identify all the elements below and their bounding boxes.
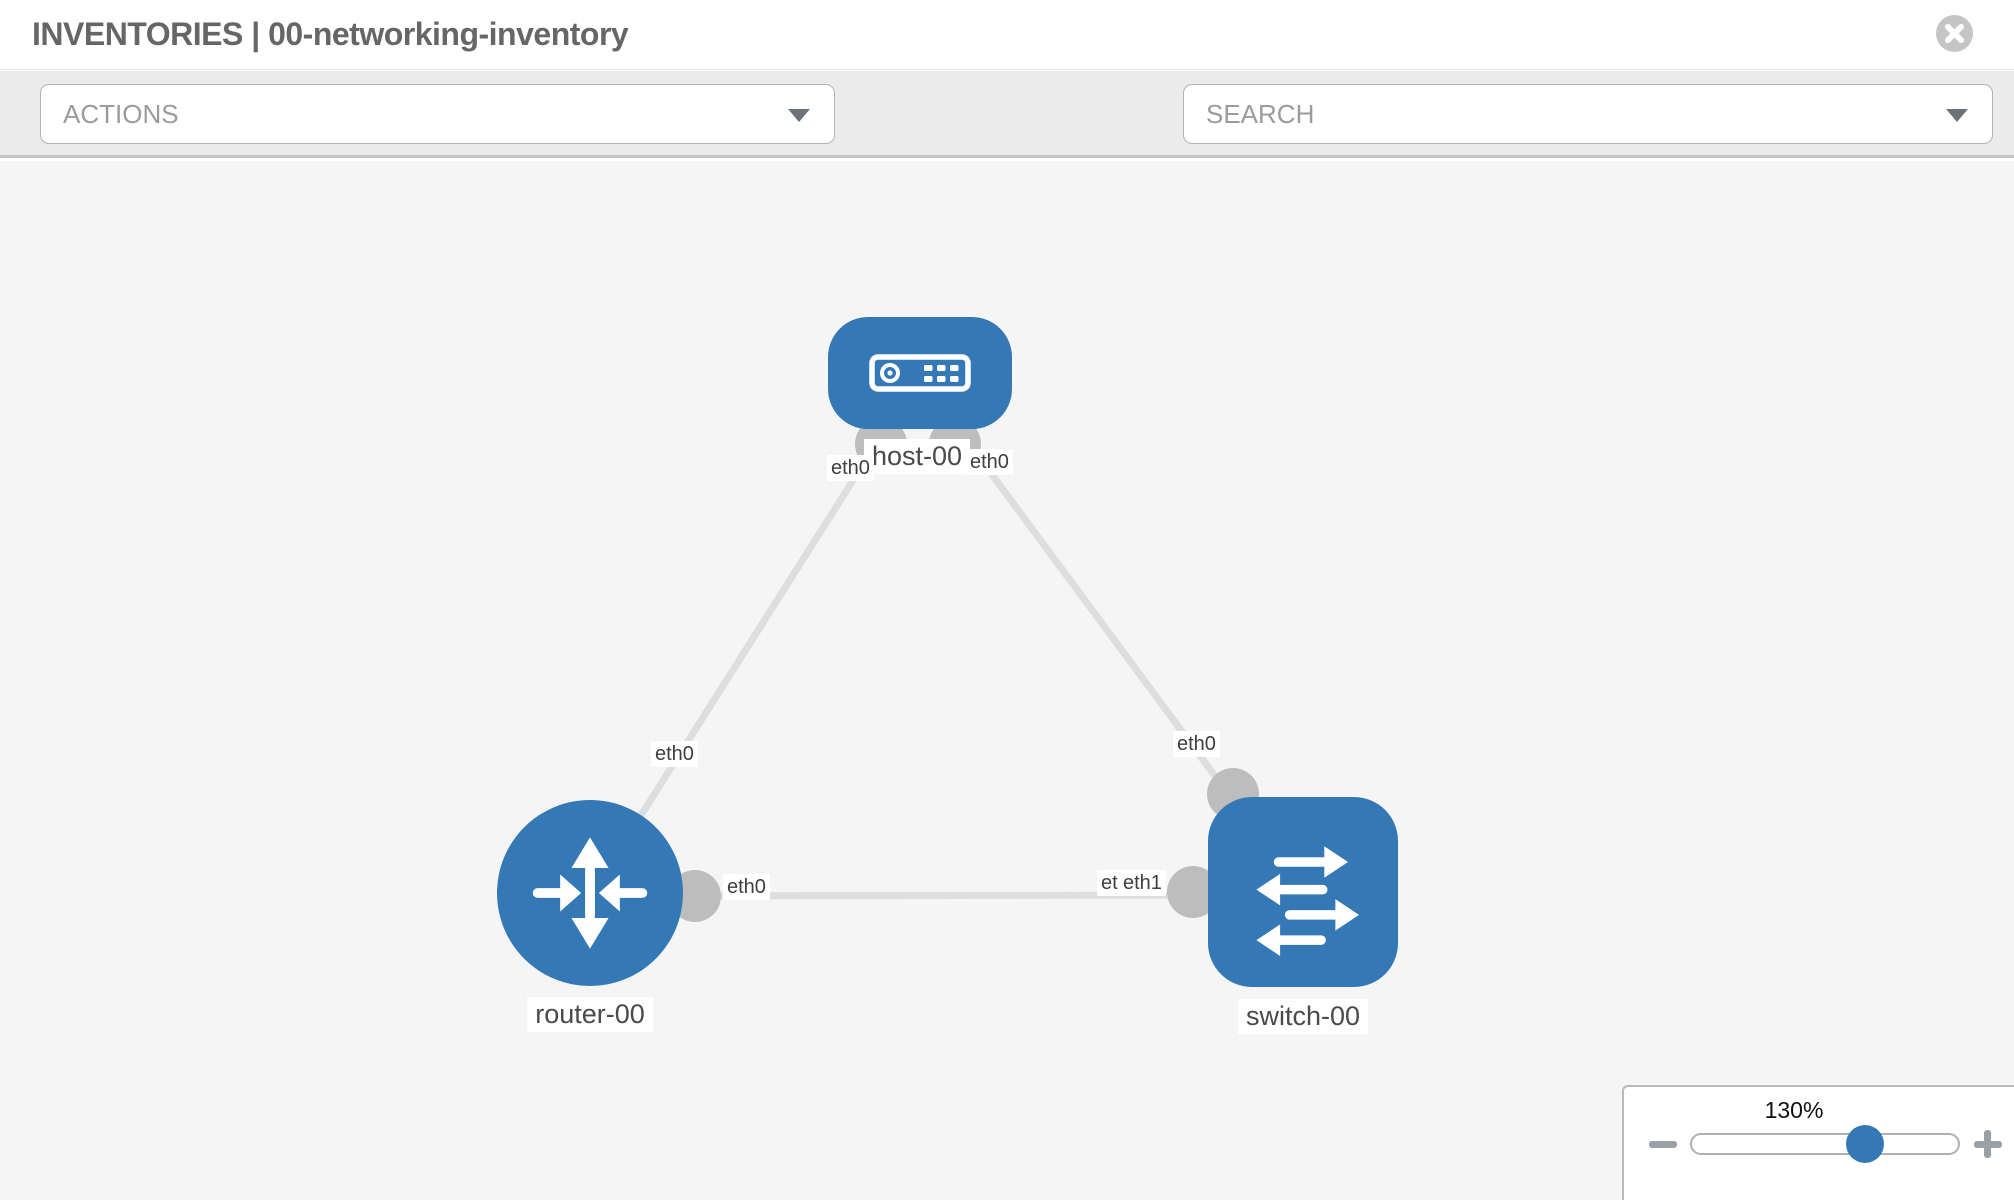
chevron-down-icon	[1946, 109, 1968, 122]
port-label: eth0	[723, 874, 770, 900]
toolbar: ACTIONS SEARCH	[0, 71, 2014, 207]
zoom-level-label: 130%	[1764, 1097, 1824, 1123]
switch-arrows-icon	[1256, 846, 1360, 956]
search-dropdown-label: SEARCH	[1206, 98, 1315, 129]
zoom-slider[interactable]	[1690, 1133, 1960, 1155]
node-host-00[interactable]	[828, 317, 1012, 429]
topology-canvas[interactable]: host-00 router-00 switch-00 eth0 eth0 et…	[0, 161, 2014, 1200]
actions-dropdown[interactable]: ACTIONS	[40, 84, 835, 144]
header: INVENTORIES | 00-networking-inventory	[0, 0, 2014, 70]
search-dropdown[interactable]: SEARCH	[1183, 84, 1993, 144]
node-router-00[interactable]	[497, 800, 683, 986]
port-label: eth0	[966, 449, 1013, 475]
node-label: switch-00	[1237, 999, 1369, 1034]
port-label: eth0	[1173, 731, 1220, 757]
chevron-down-icon	[788, 109, 810, 122]
port-label: eth0	[827, 455, 874, 481]
actions-dropdown-label: ACTIONS	[63, 98, 179, 129]
page-title: INVENTORIES | 00-networking-inventory	[32, 16, 629, 52]
zoom-slider-handle[interactable]	[1846, 1125, 1884, 1163]
zoom-in-button[interactable]	[1984, 1130, 1991, 1158]
node-switch-00[interactable]	[1208, 797, 1398, 987]
port-label: eth0	[651, 741, 698, 767]
zoom-panel: 130%	[1622, 1085, 2014, 1200]
router-arrows-icon	[532, 837, 648, 949]
node-label: router-00	[527, 997, 653, 1032]
close-button[interactable]	[1936, 15, 1973, 52]
links-layer	[587, 373, 1306, 922]
x-circle-icon	[1944, 23, 1965, 44]
node-label: host-00	[863, 439, 971, 474]
port-circle[interactable]	[1167, 866, 1219, 918]
server-icon	[869, 354, 971, 392]
zoom-out-button[interactable]	[1649, 1141, 1677, 1148]
port-label: eth1	[1119, 870, 1166, 896]
